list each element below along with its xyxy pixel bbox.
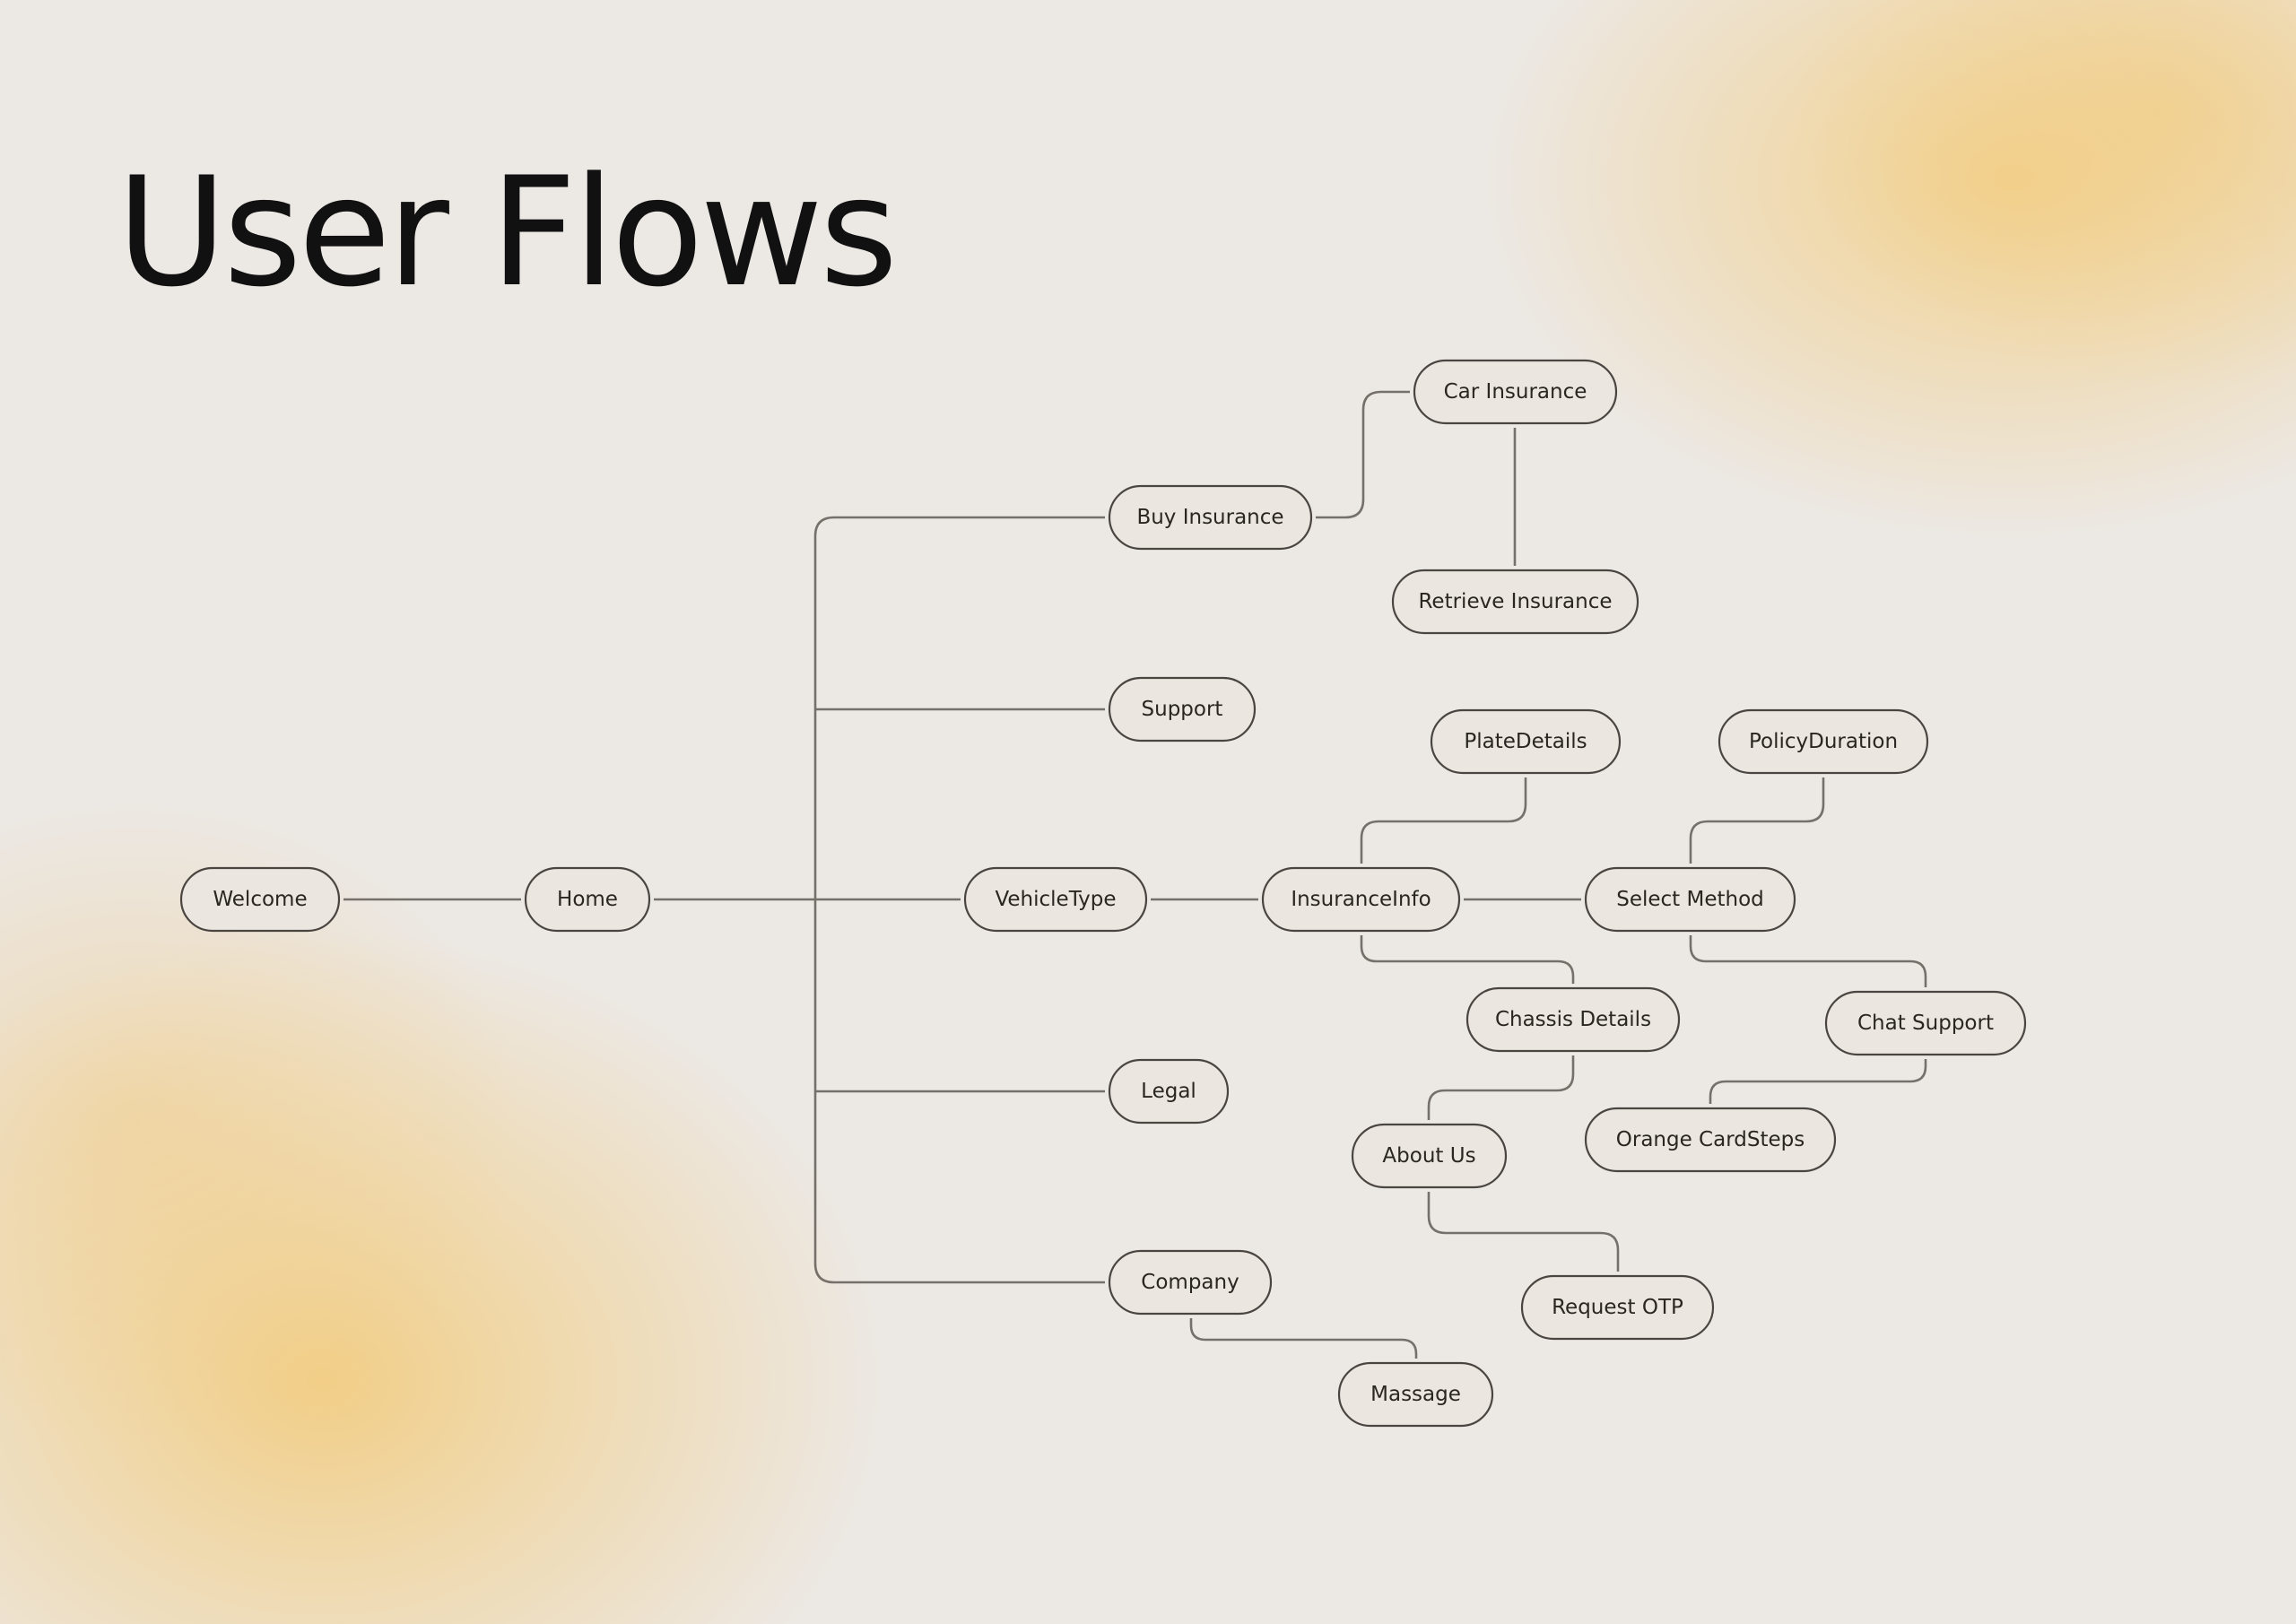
flow-node-company[interactable]: Company [1108, 1249, 1273, 1316]
node-label-policy-duration: PolicyDuration [1749, 730, 1898, 753]
node-pill-select-method[interactable] [1584, 866, 1796, 933]
page-title: User Flows [117, 144, 898, 320]
node-layer: Welcome Home Buy Insurance Car InsuranceRet… [179, 359, 2027, 1428]
node-pill-about-us[interactable] [1351, 1123, 1508, 1189]
node-label-request-otp: Request OTP [1552, 1296, 1683, 1319]
flow-node-home[interactable]: Home [524, 866, 651, 933]
flow-node-massage[interactable]: Massage [1337, 1361, 1494, 1428]
flow-node-legal[interactable]: Legal [1108, 1058, 1230, 1125]
node-label-insurance-info: InsuranceInfo [1291, 888, 1431, 911]
node-pill-insurance-info[interactable] [1261, 866, 1461, 933]
flow-node-retrieve-insurance[interactable]: Retrieve Insurance [1391, 569, 1639, 635]
connector-select-method-to-chat-support [1689, 935, 1927, 987]
node-label-legal: Legal [1141, 1080, 1196, 1103]
flow-node-insurance-info[interactable]: InsuranceInfo [1261, 866, 1461, 933]
node-pill-massage[interactable] [1337, 1361, 1494, 1428]
connector-layer [344, 390, 1927, 1359]
node-pill-plate-details[interactable] [1430, 708, 1622, 775]
flow-node-car-insurance[interactable]: Car Insurance [1413, 359, 1618, 425]
flow-node-orange-card-steps[interactable]: Orange CardSteps [1584, 1107, 1837, 1173]
connector-about-us-to-request-otp [1427, 1192, 1620, 1272]
flow-node-buy-insurance[interactable]: Buy Insurance [1108, 484, 1313, 551]
connector-home-to-buy-insurance [813, 516, 1105, 899]
node-label-buy-insurance: Buy Insurance [1136, 506, 1283, 529]
node-label-chassis-details: Chassis Details [1495, 1008, 1651, 1031]
node-label-plate-details: PlateDetails [1464, 730, 1587, 753]
node-label-support: Support [1142, 698, 1223, 721]
flow-node-chat-support[interactable]: Chat Support [1824, 990, 2027, 1056]
node-pill-buy-insurance[interactable] [1108, 484, 1313, 551]
node-pill-chat-support[interactable] [1824, 990, 2027, 1056]
flow-node-request-otp[interactable]: Request OTP [1520, 1274, 1715, 1341]
flow-node-support[interactable]: Support [1108, 676, 1257, 743]
node-label-retrieve-insurance: Retrieve Insurance [1418, 590, 1612, 613]
connector-buy-insurance-to-car-insurance [1316, 390, 1410, 519]
connector-company-to-massage [1189, 1318, 1418, 1359]
flow-node-plate-details[interactable]: PlateDetails [1430, 708, 1622, 775]
flow-node-about-us[interactable]: About Us [1351, 1123, 1508, 1189]
node-pill-chassis-details[interactable] [1465, 986, 1681, 1053]
node-pill-welcome[interactable] [179, 866, 341, 933]
node-label-about-us: About Us [1382, 1144, 1475, 1168]
connector-chassis-details-to-about-us [1427, 1055, 1575, 1120]
node-label-chat-support: Chat Support [1857, 1012, 1994, 1035]
node-pill-legal[interactable] [1108, 1058, 1230, 1125]
connector-select-method-to-policy-duration [1689, 777, 1825, 864]
flow-node-chassis-details[interactable]: Chassis Details [1465, 986, 1681, 1053]
node-label-car-insurance: Car Insurance [1444, 380, 1587, 404]
flow-node-welcome[interactable]: Welcome [179, 866, 341, 933]
connector-insurance-info-to-plate-details [1360, 777, 1527, 864]
flow-node-select-method[interactable]: Select Method [1584, 866, 1796, 933]
node-label-massage: Massage [1370, 1383, 1461, 1406]
node-pill-policy-duration[interactable] [1718, 708, 1929, 775]
flow-node-policy-duration[interactable]: PolicyDuration [1718, 708, 1929, 775]
node-pill-retrieve-insurance[interactable] [1391, 569, 1639, 635]
node-label-home: Home [557, 888, 618, 911]
node-pill-request-otp[interactable] [1520, 1274, 1715, 1341]
node-pill-support[interactable] [1108, 676, 1257, 743]
node-label-orange-card-steps: Orange CardSteps [1616, 1128, 1805, 1151]
node-label-vehicle-type: VehicleType [995, 888, 1116, 911]
node-pill-home[interactable] [524, 866, 651, 933]
node-pill-company[interactable] [1108, 1249, 1273, 1316]
node-label-welcome: Welcome [213, 888, 307, 911]
flow-node-vehicle-type[interactable]: VehicleType [963, 866, 1148, 933]
node-pill-vehicle-type[interactable] [963, 866, 1148, 933]
node-label-select-method: Select Method [1616, 888, 1764, 911]
connector-chat-support-to-orange-card-steps [1709, 1059, 1927, 1104]
connector-insurance-info-to-chassis-details [1360, 935, 1575, 984]
node-label-company: Company [1141, 1271, 1239, 1294]
node-pill-car-insurance[interactable] [1413, 359, 1618, 425]
node-pill-orange-card-steps[interactable] [1584, 1107, 1837, 1173]
connector-home-to-company [813, 899, 1105, 1284]
